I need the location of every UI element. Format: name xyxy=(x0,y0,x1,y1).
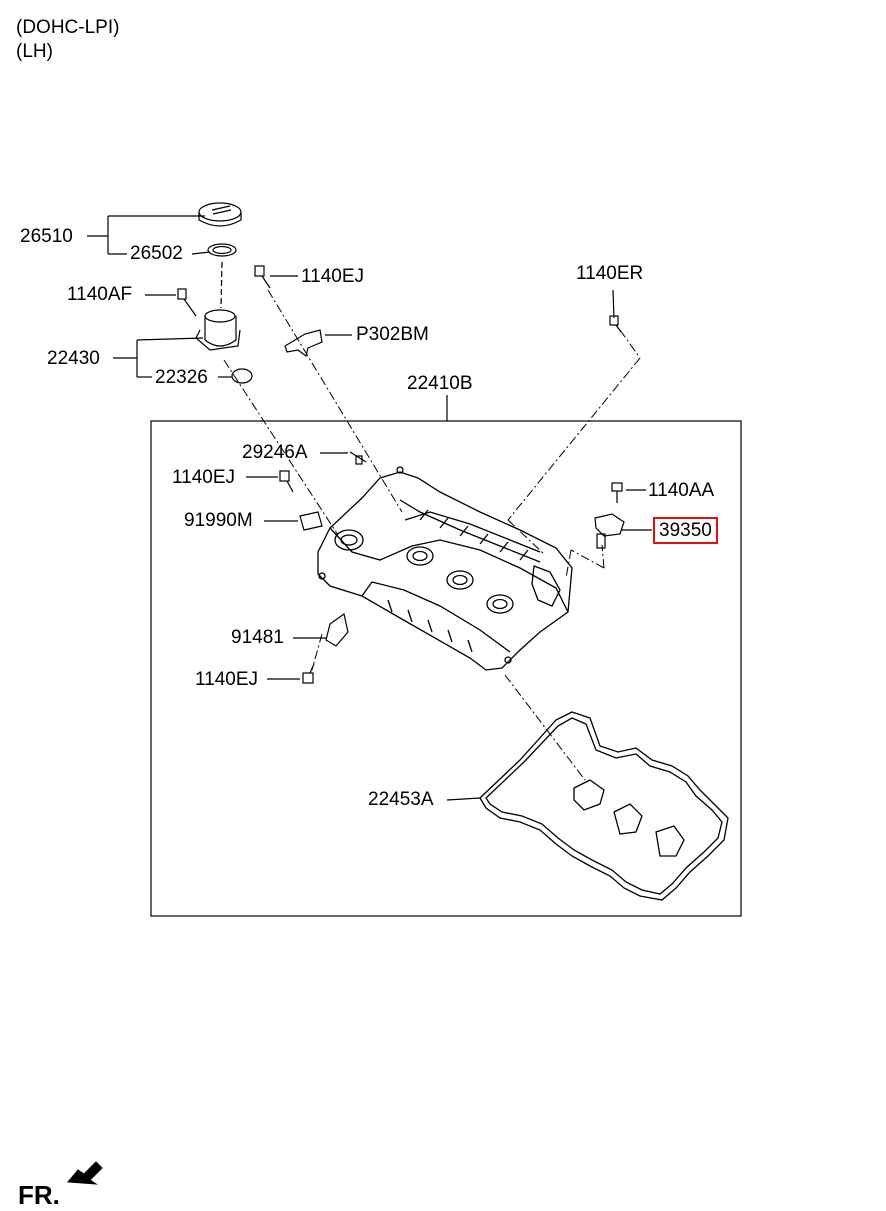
part-label-26510: 26510 xyxy=(20,226,73,247)
part-label-22410b: 22410B xyxy=(407,373,473,394)
bolt-1140er xyxy=(609,315,622,333)
part-label-p302bm: P302BM xyxy=(356,324,429,345)
rocker-cover xyxy=(317,466,573,671)
part-label-22453a: 22453A xyxy=(368,789,434,810)
part-label-1140ej-mid: 1140EJ xyxy=(172,467,236,488)
bracket-91990m xyxy=(299,511,323,531)
bolt-1140aa xyxy=(611,482,623,503)
part-label-39350-highlighted[interactable]: 39350 xyxy=(653,517,718,544)
front-arrow-icon xyxy=(66,1161,103,1185)
part-label-91990m: 91990M xyxy=(184,510,253,531)
part-label-1140ej-top: 1140EJ xyxy=(301,266,365,287)
clip-91481 xyxy=(325,612,349,647)
header-side: (LH) xyxy=(16,41,53,62)
part-label-1140aa: 1140AA xyxy=(648,480,715,501)
bolt-29246a xyxy=(349,451,367,465)
part-label-22430: 22430 xyxy=(47,348,100,369)
part-label-1140af: 1140AF xyxy=(67,284,133,305)
part-label-26502: 26502 xyxy=(130,243,183,264)
assembly-frame xyxy=(150,420,742,917)
header-engine-type: (DOHC-LPI) xyxy=(16,17,120,38)
filler-neck xyxy=(195,261,241,351)
oil-filler-cap xyxy=(198,202,242,227)
bracket-p302bm xyxy=(284,329,323,358)
filler-o-ring xyxy=(231,368,253,384)
part-label-1140ej-low: 1140EJ xyxy=(195,669,259,690)
bolt-1140ej-top xyxy=(254,265,271,289)
part-label-29246a: 29246A xyxy=(242,442,308,463)
part-label-1140er: 1140ER xyxy=(576,263,644,284)
bolt-1140ej-mid xyxy=(279,470,294,493)
rocker-cover-gasket xyxy=(479,711,729,901)
part-label-22326: 22326 xyxy=(155,367,208,388)
filler-seal xyxy=(207,243,237,257)
bolt-1140af xyxy=(177,288,197,317)
bolt-1140ej-low xyxy=(302,663,315,684)
cam-position-sensor xyxy=(594,513,625,549)
part-label-91481: 91481 xyxy=(231,627,284,648)
front-orientation-label: FR. xyxy=(18,1180,60,1210)
